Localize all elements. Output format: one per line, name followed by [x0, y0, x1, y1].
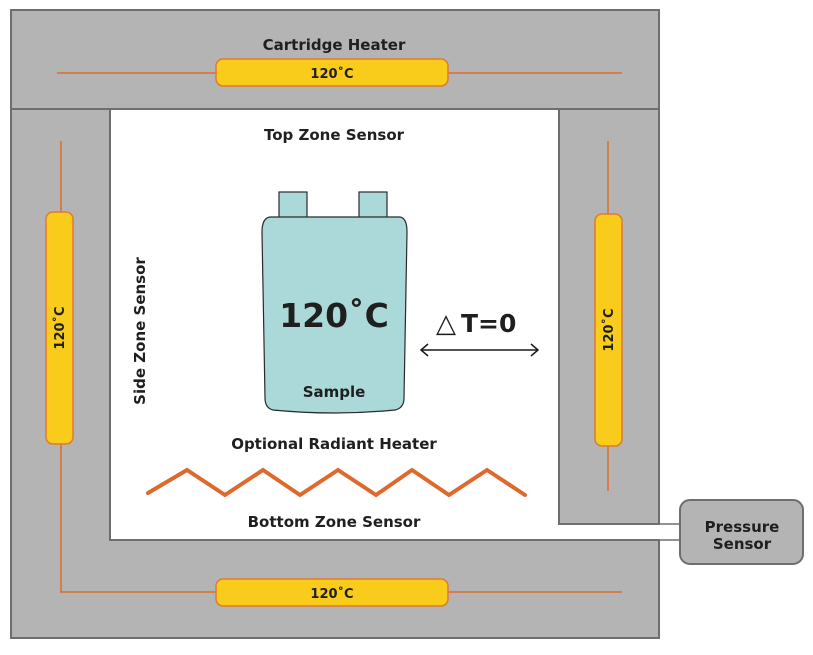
delta-t-value: T=0 [461, 309, 516, 338]
left-cartridge-heater: 120˚C [45, 211, 74, 445]
radiant-heater-coil [146, 467, 527, 498]
right-cartridge-heater: 120˚C [594, 213, 623, 447]
sample-terminal-right [358, 191, 388, 219]
delta-t-indicator: △ T=0 [419, 309, 540, 357]
heater-temperature: 120˚C [601, 308, 617, 351]
cartridge-heater-label: Cartridge Heater [263, 36, 406, 54]
bottom-cartridge-heater: 120˚C [215, 578, 449, 607]
top-cartridge-heater: 120˚C [215, 58, 449, 87]
pressure-sensor-box [679, 499, 804, 565]
sample-body [261, 216, 408, 414]
heater-temperature: 120˚C [52, 306, 68, 349]
side-zone-sensor-label: Side Zone Sensor [131, 257, 149, 405]
sample-label: Sample [303, 383, 366, 401]
heater-body [215, 578, 449, 607]
sample-temperature: 120˚C [279, 296, 389, 335]
delta-icon: △ [436, 309, 456, 339]
sample: 120˚C Sample [261, 191, 408, 414]
sample-terminal-left [278, 191, 308, 219]
double-arrow-icon [419, 343, 540, 357]
heater-body [215, 58, 449, 87]
bottom-zone-sensor-label: Bottom Zone Sensor [248, 513, 421, 531]
pressure-sensor: Pressure Sensor [679, 499, 804, 565]
optional-radiant-heater-label: Optional Radiant Heater [231, 435, 437, 453]
top-zone-sensor-label: Top Zone Sensor [264, 126, 405, 144]
heater-body [594, 213, 623, 447]
pressure-sensor-label-line1: Pressure [705, 518, 780, 536]
heater-temperature: 120˚C [310, 586, 353, 602]
pressure-sensor-connection [659, 523, 681, 541]
heater-body [45, 211, 74, 445]
pressure-sensor-label-line2: Sensor [713, 535, 772, 553]
heater-temperature: 120˚C [310, 66, 353, 82]
